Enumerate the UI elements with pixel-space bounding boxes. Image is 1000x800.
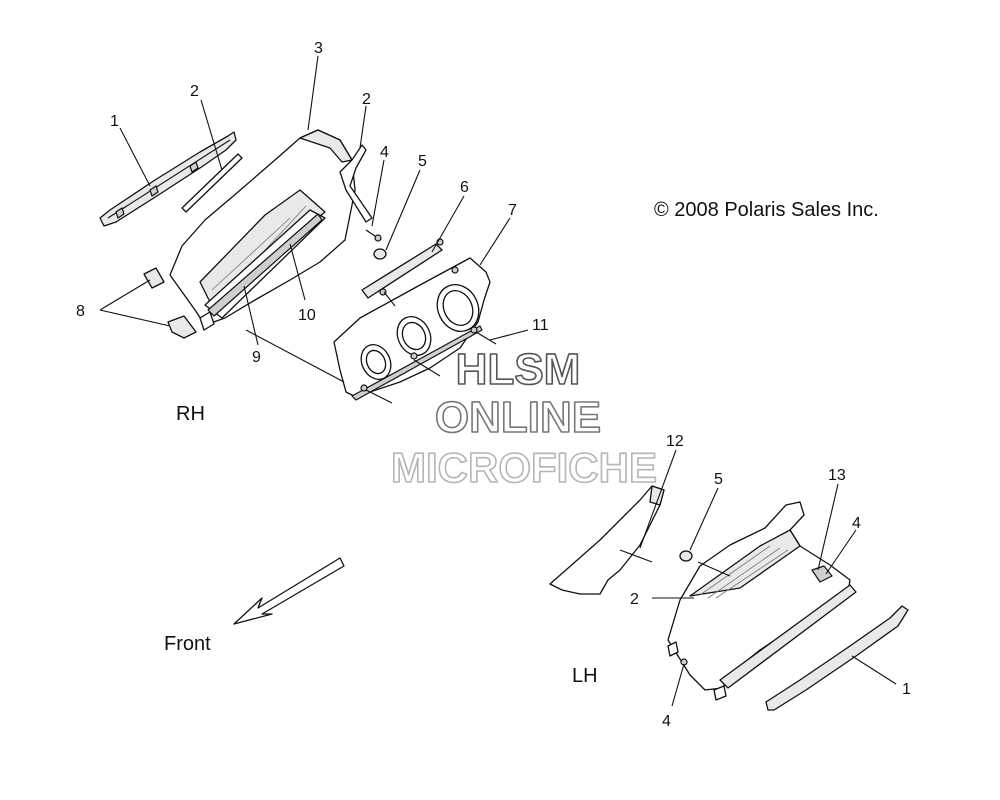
callout-rh-8: 8 bbox=[76, 303, 85, 320]
callout-lh-1: 1 bbox=[902, 681, 911, 698]
callout-rh-4: 4 bbox=[380, 144, 389, 161]
callout-lh-13: 13 bbox=[828, 467, 846, 484]
callout-lh-5: 5 bbox=[714, 471, 723, 488]
rh-bezel-screws bbox=[360, 238, 497, 404]
callout-rh-10: 10 bbox=[298, 307, 316, 324]
copyright-text: © 2008 Polaris Sales Inc. bbox=[654, 199, 879, 221]
rh-label: RH bbox=[176, 403, 205, 425]
lh-grommet-5 bbox=[679, 550, 693, 562]
watermark-line-2: ONLINE bbox=[435, 393, 601, 442]
lh-trim-strip bbox=[765, 605, 909, 711]
rh-leader-lines bbox=[99, 55, 529, 383]
rh-strip-6 bbox=[361, 243, 443, 299]
lh-leader-lines bbox=[619, 449, 897, 707]
rh-pad-8a bbox=[143, 267, 165, 289]
rh-trim-strip bbox=[99, 131, 237, 227]
callout-rh-11: 11 bbox=[532, 317, 549, 334]
callout-rh-5: 5 bbox=[418, 153, 427, 170]
callout-rh-9: 9 bbox=[252, 349, 261, 366]
lh-dash-shell bbox=[667, 501, 857, 701]
rh-pad-8b bbox=[167, 315, 197, 339]
rh-screw-4 bbox=[365, 229, 382, 242]
callout-lh-12: 12 bbox=[666, 433, 684, 450]
callout-rh-6: 6 bbox=[460, 179, 469, 196]
front-label: Front bbox=[164, 633, 211, 655]
callout-rh-2-right: 2 bbox=[362, 91, 371, 108]
callout-rh-3: 3 bbox=[314, 40, 323, 57]
watermark-line-3: MICROFICHE bbox=[391, 444, 657, 491]
callout-lh-4-bottom: 4 bbox=[662, 713, 671, 730]
callout-lh-2: 2 bbox=[630, 591, 639, 608]
front-arrow bbox=[233, 557, 345, 625]
rh-seal-left bbox=[181, 153, 243, 213]
watermark: HLSM ONLINE MICROFICHE bbox=[390, 344, 658, 492]
rh-gauge-bezel bbox=[333, 257, 491, 401]
watermark-line-1: HLSM bbox=[456, 345, 581, 394]
rh-seal-right bbox=[339, 144, 373, 223]
rh-dash-shell bbox=[169, 129, 356, 331]
callout-rh-7: 7 bbox=[508, 202, 517, 219]
lh-label: LH bbox=[572, 665, 598, 687]
callout-rh-2-left: 2 bbox=[190, 83, 199, 100]
callout-rh-1: 1 bbox=[110, 113, 119, 130]
lh-panel-12 bbox=[549, 485, 665, 595]
rh-grommet-5 bbox=[373, 248, 387, 260]
callout-lh-4-top: 4 bbox=[852, 515, 861, 532]
